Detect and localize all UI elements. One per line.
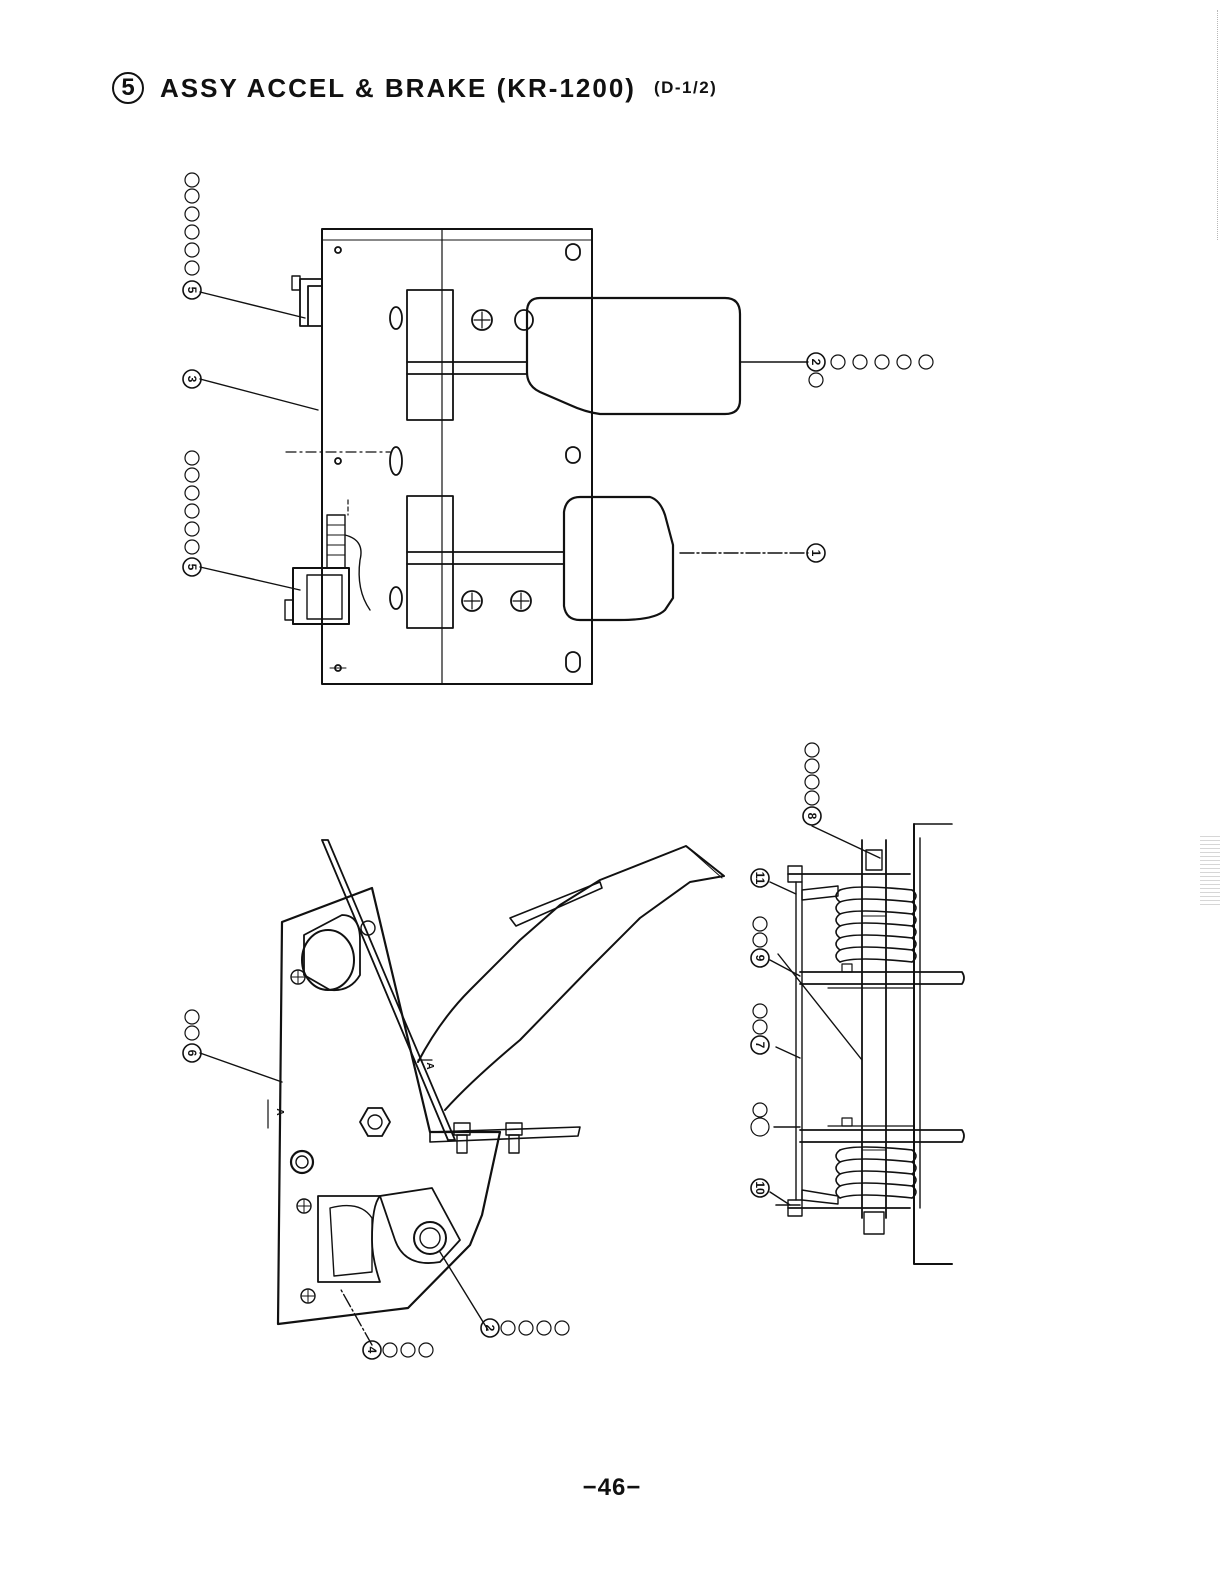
side-view [200,840,724,1345]
callout-pivot: 2 [483,1325,497,1332]
callout-spring-left: 10 [753,1181,767,1195]
callout-accel-pedal: 2 [809,359,823,366]
scan-edge-artifact [1203,10,1218,240]
callout-plate: 7 [753,1042,767,1049]
callout-bolt: 8 [805,813,819,820]
side-bracket [278,888,500,1324]
accel-pedal [527,298,740,414]
callout-bracket-upper: 5 [185,287,199,294]
callout-bracket-lower: 5 [185,564,199,571]
callout-side-bracket: 6 [185,1050,199,1057]
scan-edge-artifact-lower [1200,835,1220,905]
coil-spring-lower [836,1147,916,1198]
part-number-clusters [185,173,933,1357]
callout-shaft: 9 [753,955,767,962]
coil-spring-upper [836,887,916,962]
section-view [770,824,968,1264]
svg-text:A: A [424,1062,435,1069]
brake-pedal [564,497,673,620]
svg-text:A: A [274,1108,285,1115]
callout-base-plate: 3 [185,376,199,383]
callout-spring-right: 11 [753,872,767,885]
top-view [200,229,808,684]
callout-stop: 4 [365,1347,379,1354]
callout-brake-pedal: 1 [809,550,823,557]
page-number: −46− [0,1474,1224,1502]
